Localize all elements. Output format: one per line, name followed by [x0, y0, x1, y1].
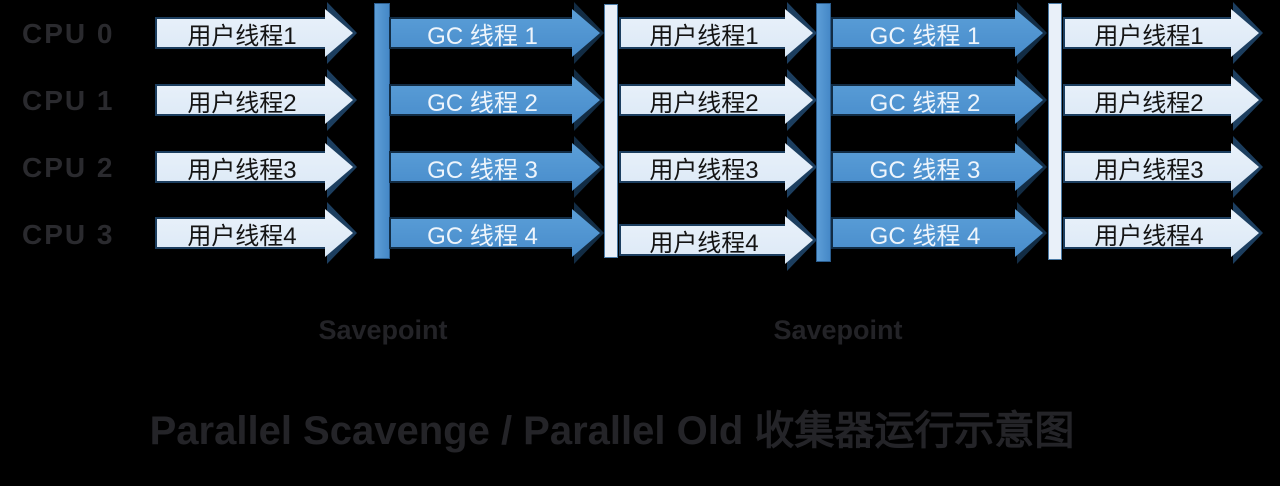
user-thread-label: 用户线程2 — [649, 89, 759, 117]
user-thread-label: 用户线程2 — [1094, 89, 1204, 117]
user-thread-label: 用户线程3 — [187, 156, 297, 184]
user-thread-arrow: 用户线程4 — [619, 209, 817, 271]
gc-thread-label: GC 线程 2 — [869, 89, 981, 117]
gc-thread-arrow: GC 线程 2 — [389, 69, 604, 131]
user-thread-label: 用户线程4 — [649, 229, 759, 257]
gc-thread-label: GC 线程 4 — [427, 222, 538, 250]
user-thread-arrow: 用户线程2 — [619, 69, 817, 131]
gc-thread-arrow: GC 线程 4 — [389, 202, 604, 264]
user-thread-label: 用户线程3 — [1094, 156, 1204, 184]
gc-thread-label: GC 线程 1 — [427, 22, 538, 50]
resume-bar-1 — [604, 4, 618, 258]
user-thread-arrow: 用户线程1 — [1063, 2, 1263, 64]
user-thread-arrow: 用户线程1 — [155, 2, 357, 64]
user-thread-arrow: 用户线程2 — [155, 69, 357, 131]
user-thread-label: 用户线程4 — [187, 222, 297, 250]
cpu-label-2: CPU 2 — [22, 152, 115, 183]
user-thread-arrow: 用户线程4 — [155, 202, 357, 264]
user-thread-label: 用户线程1 — [649, 22, 759, 50]
user-thread-arrow: 用户线程3 — [155, 136, 357, 198]
user-thread-arrow: 用户线程1 — [619, 2, 817, 64]
stw-pause-bar-1 — [374, 3, 390, 259]
gc-thread-label: GC 线程 3 — [427, 156, 538, 184]
user-thread-arrow: 用户线程3 — [619, 136, 817, 198]
user-thread-label: 用户线程1 — [187, 22, 297, 50]
gc-thread-arrow: GC 线程 2 — [831, 69, 1047, 131]
cpu-label-0: CPU 0 — [22, 18, 115, 49]
savepoint-label-1: Savepoint — [318, 315, 448, 345]
gc-thread-arrow: GC 线程 3 — [831, 136, 1047, 198]
user-thread-label: 用户线程3 — [649, 156, 759, 184]
user-thread-label: 用户线程1 — [1094, 22, 1204, 50]
user-thread-arrow: 用户线程3 — [1063, 136, 1263, 198]
user-thread-label: 用户线程4 — [1094, 222, 1204, 250]
resume-bar-2 — [1048, 3, 1062, 260]
cpu-label-3: CPU 3 — [22, 219, 115, 250]
gc-thread-arrow: GC 线程 1 — [389, 2, 604, 64]
user-thread-arrow: 用户线程2 — [1063, 69, 1263, 131]
cpu-label-1: CPU 1 — [22, 85, 115, 116]
gc-thread-label: GC 线程 1 — [869, 22, 981, 50]
gc-thread-arrow: GC 线程 4 — [831, 202, 1047, 264]
gc-thread-label: GC 线程 4 — [869, 222, 981, 250]
gc-thread-label: GC 线程 2 — [427, 89, 538, 117]
stw-pause-bar-2 — [816, 3, 831, 262]
diagram-title: Parallel Scavenge / Parallel Old 收集器运行示意… — [149, 409, 1075, 453]
savepoint-label-2: Savepoint — [773, 315, 903, 345]
user-thread-arrow: 用户线程4 — [1063, 202, 1263, 264]
gc-thread-arrow: GC 线程 3 — [389, 136, 604, 198]
gc-thread-label: GC 线程 3 — [869, 156, 981, 184]
gc-thread-arrow: GC 线程 1 — [831, 2, 1047, 64]
user-thread-label: 用户线程2 — [187, 89, 297, 117]
